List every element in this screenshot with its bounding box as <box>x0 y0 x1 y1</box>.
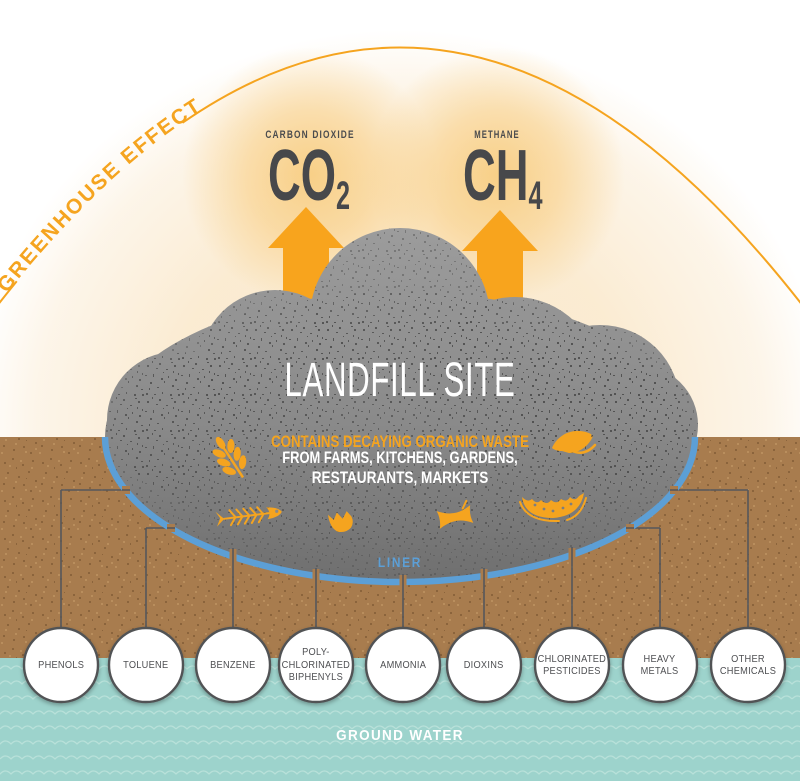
chemical-circle <box>709 626 787 704</box>
ch4-formula-subscript: 4 <box>528 174 543 218</box>
chemical-label-chlorinated-pesticides: CHLORINATED PESTICIDES <box>537 652 607 677</box>
chemical-label-pcb: POLY- CHLORINATED BIPHENYLS <box>281 646 351 684</box>
chemical-label-benzene: BENZENE <box>210 658 256 671</box>
chemical-label-toluene: TOLUENE <box>123 658 169 671</box>
chemical-circle <box>364 626 442 704</box>
methane-label: METHANE <box>474 129 520 141</box>
liner-gaps <box>122 486 678 588</box>
chemical-circle <box>277 626 355 704</box>
apple-core-icon <box>436 499 474 529</box>
chemical-circle <box>621 626 699 704</box>
melon-rind-icon <box>519 493 587 523</box>
chemical-circle <box>22 626 100 704</box>
landfill-subtitle: CONTAINS DECAYING ORGANIC WASTE <box>271 432 529 451</box>
co2-formula-subscript: 2 <box>336 174 351 218</box>
waste-icons <box>212 430 597 533</box>
eggshell-icon <box>328 511 353 533</box>
leaf-icon <box>552 430 597 454</box>
liner-label: LINER <box>377 554 423 570</box>
carbon-dioxide-label: CARBON DIOXIDE <box>265 129 355 141</box>
co2-formula-main: CO <box>268 136 337 216</box>
landfill-description-line2: RESTAURANTS, MARKETS <box>311 468 489 487</box>
wheat-icon <box>212 436 247 479</box>
chemical-label-phenols: PHENOLS <box>37 658 85 671</box>
ch4-formula-main: CH <box>463 136 529 216</box>
co2-formula: CO 2 <box>268 140 350 216</box>
fishbone-icon <box>215 506 282 527</box>
chemical-circles <box>22 626 787 704</box>
chemical-circle <box>533 626 611 704</box>
landfill-title: LANDFILL SITE <box>284 354 516 407</box>
chemical-label-ammonia: AMMONIA <box>379 658 427 671</box>
chemical-label-dioxins: DIOXINS <box>464 658 504 671</box>
landfill-description-line1: FROM FARMS, KITCHENS, GARDENS, <box>282 448 518 467</box>
chemical-circle <box>107 626 185 704</box>
chemical-circle <box>445 626 523 704</box>
chemical-label-heavy-metals: HEAVY METALS <box>641 652 679 677</box>
chemical-label-other-chemicals: OTHER CHEMICALS <box>719 652 777 677</box>
ground-water-label: GROUND WATER <box>336 727 464 744</box>
leachate-pipes <box>60 489 749 632</box>
ch4-formula: CH 4 <box>463 140 543 216</box>
chemical-circle <box>194 626 272 704</box>
